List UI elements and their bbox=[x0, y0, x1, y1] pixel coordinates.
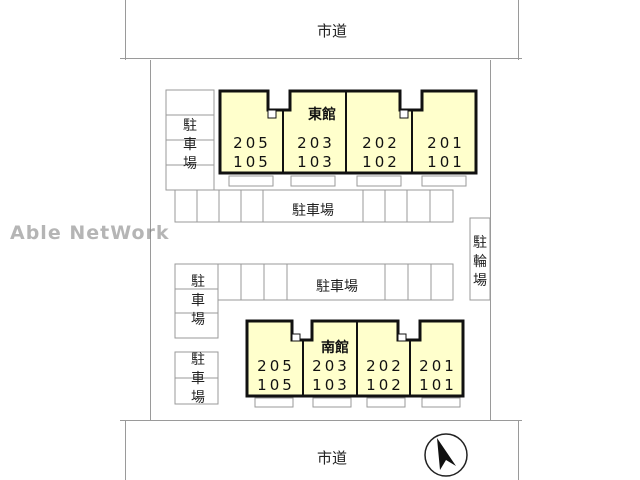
parking-row1-label: 駐車場 bbox=[289, 200, 337, 220]
south-unit-4-lower: 101 bbox=[419, 376, 457, 394]
bicycle-parking-label: 駐輪場 bbox=[473, 235, 487, 289]
east-unit-3-upper: 202 bbox=[362, 134, 400, 152]
road-bottom-edge bbox=[120, 420, 522, 421]
south-unit-3-lower: 102 bbox=[366, 376, 404, 394]
parking-left-bottom-label: 駐車場 bbox=[191, 352, 205, 406]
east-unit-4-upper: 201 bbox=[427, 134, 465, 152]
road-label-bottom: 市道 bbox=[316, 449, 348, 467]
south-unit-1-upper: 205 bbox=[257, 357, 295, 375]
east-unit-1-lower: 105 bbox=[233, 153, 271, 171]
east-unit-2-lower: 103 bbox=[297, 153, 335, 171]
road-top-edge bbox=[120, 58, 522, 59]
bicycle-parking-area bbox=[469, 217, 491, 301]
north-arrow-icon bbox=[424, 433, 468, 477]
south-unit-4-upper: 201 bbox=[419, 357, 457, 375]
parking-left-mid-label: 駐車場 bbox=[191, 274, 205, 328]
south-unit-2-lower: 103 bbox=[312, 376, 350, 394]
watermark-text: Able NetWork bbox=[10, 222, 170, 244]
parking-left-mid-area bbox=[174, 263, 219, 339]
road-edge-right bbox=[518, 0, 519, 60]
site-boundary-left bbox=[150, 60, 151, 420]
east-unit-3-lower: 102 bbox=[362, 153, 400, 171]
east-unit-4-lower: 101 bbox=[427, 153, 465, 171]
road-bottom-left bbox=[125, 420, 126, 480]
east-unit-2-upper: 203 bbox=[297, 134, 335, 152]
south-unit-1-lower: 105 bbox=[257, 376, 295, 394]
building-east-name: 東館 bbox=[308, 107, 336, 123]
parking-row1-area bbox=[174, 189, 454, 223]
road-edge-left bbox=[125, 0, 126, 60]
south-unit-2-upper: 203 bbox=[312, 357, 350, 375]
parking-left-top-label: 駐車場 bbox=[183, 118, 197, 172]
road-bottom-right bbox=[518, 420, 519, 480]
road-label-top: 市道 bbox=[316, 22, 348, 40]
south-unit-3-upper: 202 bbox=[366, 357, 404, 375]
east-unit-1-upper: 205 bbox=[233, 134, 271, 152]
parking-row2-label: 駐車場 bbox=[313, 276, 361, 296]
building-south-name: 南館 bbox=[321, 340, 349, 356]
